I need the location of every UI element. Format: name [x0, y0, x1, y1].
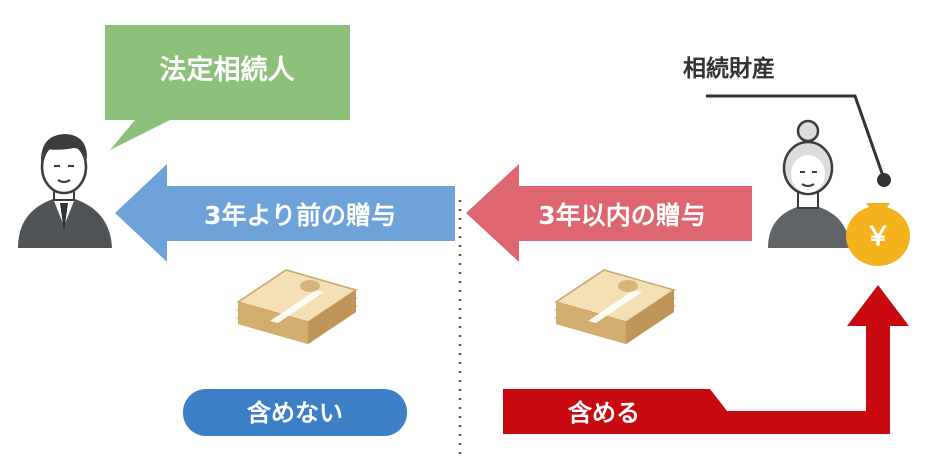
heir-label: 法定相続人 — [160, 54, 295, 86]
heir-speech-bubble: 法定相続人 — [105, 25, 350, 150]
gift-within-3-years-arrow: 3年以内の贈与 — [466, 164, 752, 262]
yen-symbol: ￥ — [865, 222, 891, 252]
not-included-badge: 含めない — [183, 389, 407, 436]
gift-before-3-years-arrow: 3年より前の贈与 — [115, 164, 455, 262]
not-included-label: 含めない — [247, 399, 343, 427]
money-stack-icon — [554, 269, 676, 344]
included-label: 含める — [568, 399, 640, 427]
heir-man-icon — [18, 134, 112, 248]
estate-label: 相続財産 — [683, 55, 775, 82]
gift-before-label: 3年より前の贈与 — [204, 201, 396, 230]
estate-leader-line — [706, 94, 885, 177]
money-stack-icon — [236, 269, 358, 344]
yen-money-bag-icon: ￥ — [846, 173, 910, 266]
grandmother-icon — [768, 119, 850, 248]
gift-within-label: 3年以内の贈与 — [538, 201, 705, 230]
included-arrow: 含める — [503, 285, 909, 434]
